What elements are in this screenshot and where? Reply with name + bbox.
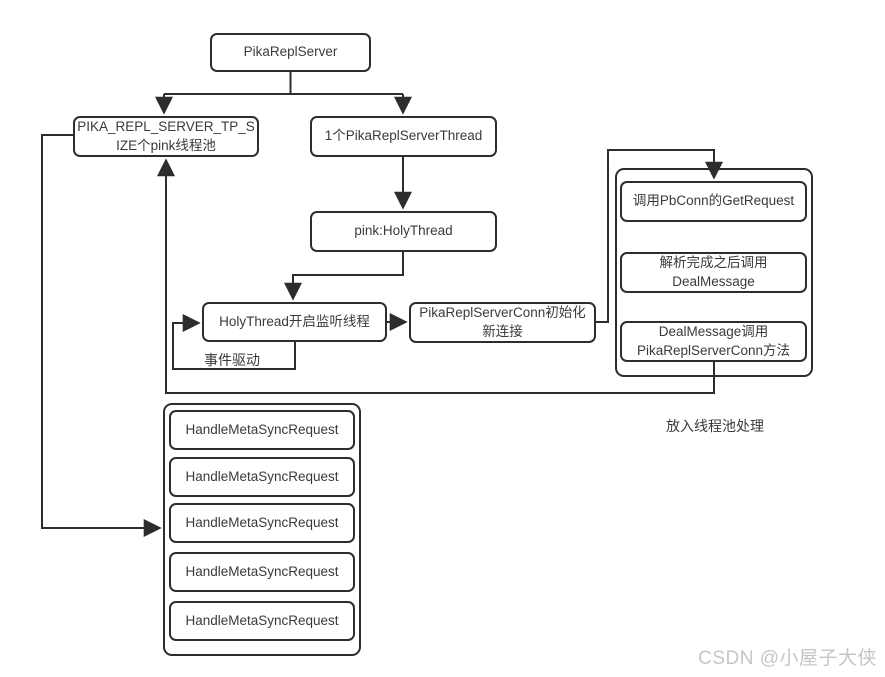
node-handle-meta-sync-request: HandleMetaSyncRequest — [169, 601, 355, 641]
edge-server-split — [164, 72, 403, 95]
node-deal-message: 解析完成之后调用 DealMessage — [620, 252, 807, 293]
node-handle-meta-sync-request: HandleMetaSyncRequest — [169, 503, 355, 543]
node-pikareplserverthread: 1个PikaReplServerThread — [310, 116, 497, 157]
label-pool-note: 放入线程池处理 — [666, 418, 764, 434]
node-pink-thread-pool: PIKA_REPL_SERVER_TP_S IZE个pink线程池 — [73, 116, 259, 157]
node-get-request: 调用PbConn的GetRequest — [620, 181, 807, 222]
csdn-watermark: CSDN @小屋子大侠 — [698, 648, 877, 669]
edge-threadpool-handlepool — [41, 134, 162, 537]
edge-holythread-listen — [284, 252, 404, 301]
node-holythread-listen: HolyThread开启监听线程 — [202, 302, 387, 342]
node-handle-meta-sync-request: HandleMetaSyncRequest — [169, 410, 355, 450]
node-handle-meta-sync-request: HandleMetaSyncRequest — [169, 552, 355, 592]
node-pink-holythread: pink:HolyThread — [310, 211, 497, 252]
node-conn-method: DealMessage调用 PikaReplServerConn方法 — [620, 321, 807, 362]
node-conn-init: PikaReplServerConn初始化 新连接 — [409, 302, 596, 343]
node-handle-meta-sync-request: HandleMetaSyncRequest — [169, 457, 355, 497]
label-event-driven: 事件驱动 — [204, 352, 260, 368]
node-pikareplserver: PikaReplServer — [210, 33, 371, 72]
